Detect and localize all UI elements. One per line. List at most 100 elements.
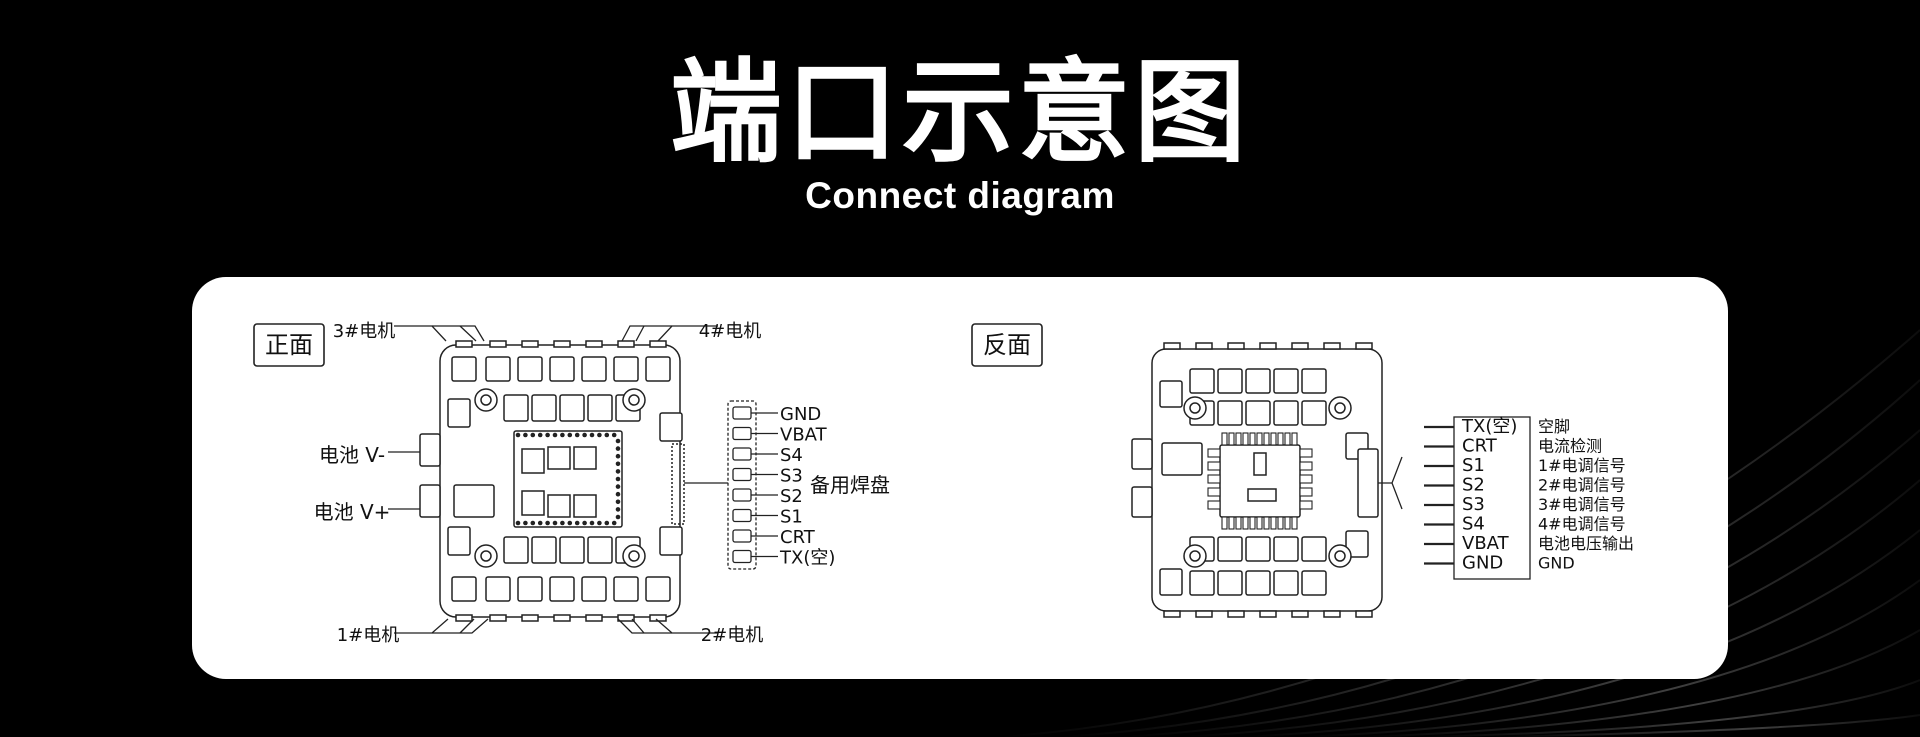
front-motor-3-label: 3#电机	[333, 321, 396, 342]
mcu-pin	[611, 432, 617, 438]
front-motor-pad	[451, 576, 477, 602]
front-motor-pad	[517, 576, 543, 602]
spare-pad	[732, 549, 752, 564]
back-pin-desc: 电流检测	[1538, 437, 1602, 456]
front-inner-pad	[531, 536, 557, 564]
mcu-pin	[597, 520, 602, 526]
mcu-pin	[537, 520, 543, 526]
spare-pad-label: CRT	[780, 527, 816, 548]
driver-pin	[1207, 448, 1221, 458]
driver-pin	[1207, 500, 1221, 510]
back-notch	[1195, 342, 1213, 350]
back-notch	[1355, 610, 1373, 618]
back-notch	[1195, 610, 1213, 618]
back-pin-desc: 电池电压输出	[1538, 534, 1634, 553]
mcu-pin	[574, 520, 580, 526]
spare-pad-label: GND	[780, 404, 821, 425]
back-notch	[1163, 342, 1181, 350]
back-side-pad	[1345, 530, 1369, 558]
driver-pin	[1277, 432, 1284, 446]
mcu-pin	[545, 520, 550, 526]
spare-pad	[732, 426, 752, 441]
driver-pin	[1284, 516, 1291, 530]
spare-pad	[732, 467, 752, 482]
driver-pin	[1207, 487, 1221, 497]
back-pin-code: S2	[1462, 475, 1485, 496]
back-notch	[1227, 610, 1245, 618]
back-notch	[1323, 342, 1341, 350]
battery-neg-label: 电池 V-	[319, 443, 385, 467]
spare-pad	[732, 406, 752, 420]
front-notch	[521, 614, 539, 622]
mcu-pin	[615, 484, 621, 489]
mcu-pin	[552, 432, 558, 438]
spare-pad	[732, 529, 752, 543]
driver-pin	[1263, 516, 1270, 530]
mcu-pin	[523, 520, 528, 526]
back-notch	[1291, 342, 1309, 350]
back-inner-pad	[1217, 536, 1243, 562]
front-inner-pad	[587, 394, 613, 422]
mcu-pin	[552, 520, 558, 526]
back-board	[1131, 342, 1383, 618]
back-motor-pad	[1301, 368, 1327, 394]
back-inner-pad	[1301, 536, 1327, 562]
front-notch	[489, 614, 507, 622]
battery-pos-label: 电池 V+	[314, 500, 391, 524]
mcu-pin	[615, 461, 621, 467]
driver-pin	[1242, 432, 1249, 446]
front-motor-1-label: 1#电机	[337, 625, 400, 646]
back-inner-pad	[1245, 536, 1271, 562]
driver-pin	[1263, 432, 1270, 446]
front-notch	[617, 614, 635, 622]
driver-pin	[1291, 432, 1298, 446]
mcu-pin	[567, 520, 573, 526]
driver-pin	[1228, 432, 1235, 446]
mcu-pin	[615, 476, 621, 482]
mcu-pin	[615, 446, 621, 451]
mcu-pin	[582, 520, 587, 526]
driver-pin	[1256, 516, 1263, 530]
back-motor-pad	[1245, 368, 1271, 394]
front-notch	[553, 340, 571, 348]
driver-pin	[1277, 516, 1284, 530]
front-notch	[489, 340, 507, 348]
back-pin-code: CRT	[1462, 436, 1498, 457]
back-notch	[1323, 610, 1341, 618]
back-pin-desc: 2#电调信号	[1538, 476, 1626, 495]
back-notch	[1163, 610, 1181, 618]
driver-pin	[1207, 461, 1221, 471]
mcu-pin	[604, 520, 610, 526]
mcu-pin	[523, 432, 528, 438]
back-badge: 反面	[983, 331, 1031, 359]
battery-leaders	[388, 451, 420, 510]
front-inner-pad	[531, 394, 557, 422]
back-inner-pad	[1273, 536, 1299, 562]
spare-pad-label: S2	[780, 486, 803, 507]
front-badge: 正面	[265, 331, 313, 359]
front-motor-pad	[517, 356, 543, 382]
driver-pin	[1207, 474, 1221, 484]
front-motor-pad	[613, 356, 639, 382]
driver-pin	[1291, 516, 1298, 530]
back-motor-pad	[1273, 368, 1299, 394]
back-badge-box	[971, 323, 1043, 367]
mcu-pin	[615, 514, 621, 520]
spare-pad-label: VBAT	[780, 425, 828, 446]
spare-pads-label: 备用焊盘	[810, 473, 890, 497]
mcu-pin	[530, 520, 536, 526]
diagram-panel: 正面	[192, 277, 1728, 679]
driver-pin	[1284, 432, 1291, 446]
front-badge-box	[253, 323, 325, 367]
front-notch	[455, 340, 473, 348]
back-notch	[1227, 342, 1245, 350]
mcu-pin	[589, 432, 595, 438]
mcu-pin	[615, 499, 621, 505]
spare-pad	[732, 508, 752, 523]
mcu-pin	[530, 432, 536, 438]
driver-pin	[1256, 432, 1263, 446]
spare-pad	[732, 447, 752, 461]
spare-pad-label: TX(空)	[779, 548, 835, 569]
front-inner-pad	[503, 394, 529, 422]
